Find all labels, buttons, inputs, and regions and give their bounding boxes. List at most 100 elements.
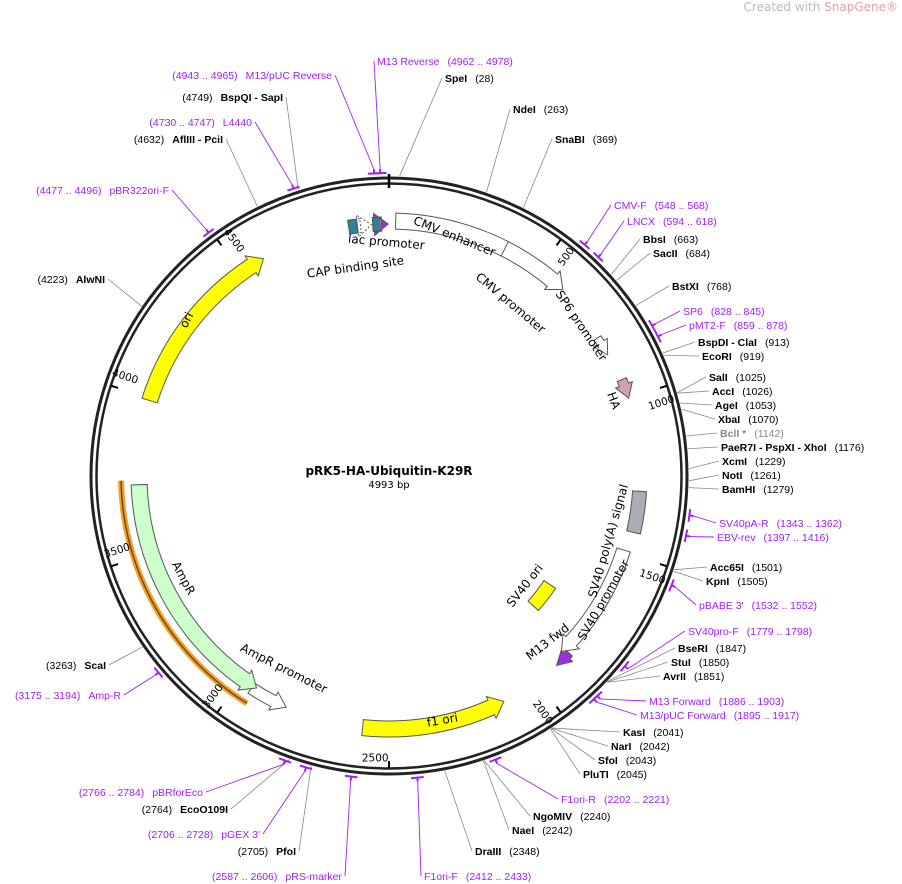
primer-range: (859 .. 878) [734,320,788,332]
ampr-arrow[interactable] [130,483,258,691]
primer-label[interactable]: (4943 .. 4965)M13/pUC Reverse [172,70,332,82]
feature-label[interactable]: CAP binding site [306,253,405,280]
enzyme-site-label[interactable]: XcmI(1229) [722,456,785,468]
enzyme-leader-line [681,408,716,420]
enzyme-name: StuI [671,657,691,669]
m13-fwd-feature[interactable] [555,649,574,667]
enzyme-site-label[interactable]: NdeI(263) [513,104,568,116]
enzyme-name: PfoI [276,846,296,858]
enzyme-site-label[interactable]: StuI(1850) [671,657,729,669]
sv40-promoter-arrow[interactable] [560,547,631,653]
feature-label[interactable]: ori [177,310,197,330]
primer-label[interactable]: CMV-F(548 .. 568) [614,200,708,212]
feature-label[interactable]: SP6 promoter [553,288,610,364]
cmv-enhancer-promoter-arrow[interactable] [394,212,564,291]
primer-label[interactable]: SV40pA-R(1343 .. 1362) [719,518,842,530]
enzyme-site-label[interactable]: PluTI(2045) [583,769,647,781]
primer-label[interactable]: EBV-rev(1397 .. 1416) [717,532,829,544]
primer-label[interactable]: SP6(828 .. 845) [683,306,765,318]
primer-name: F1ori-R [561,794,596,806]
enzyme-site-label[interactable]: AvrII(1851) [663,671,724,683]
enzyme-site-label[interactable]: BspDI - ClaI(913) [698,337,789,349]
enzyme-site-label[interactable]: NaeI(2242) [512,825,573,837]
enzyme-site-label[interactable]: NotI(1261) [722,470,781,482]
enzyme-site-label[interactable]: (4632)AflIII - PciI [134,134,223,146]
enzyme-site-label[interactable]: (4749)BspQI - SapI [182,92,283,104]
enzyme-site-label[interactable]: SpeI(28) [445,73,494,85]
enzyme-site-label[interactable]: NarI(2042) [611,741,670,753]
enzyme-site-label[interactable]: XbaI(1070) [718,414,779,426]
enzyme-site-label[interactable]: KpnI(1505) [706,576,768,588]
sv40-ori-feature[interactable] [527,579,557,612]
primer-label[interactable]: M13 Reverse(4962 .. 4978) [377,56,513,68]
enzyme-site-label[interactable]: (2764)EcoO109I [142,804,228,816]
enzyme-site-label[interactable]: SalI(1025) [709,372,766,384]
cap-binding-site-feature[interactable] [347,218,359,235]
enzyme-site-label[interactable]: SacII(684) [653,248,710,260]
enzyme-site-label[interactable]: BseRI(1847) [678,643,746,655]
sv40-polya-signal-feature[interactable] [626,490,648,535]
primer-label[interactable]: (4477 .. 4496)pBR322ori-F [36,185,169,197]
enzyme-position: (1847) [716,643,746,655]
primer-label[interactable]: pBABE 3'(1532 .. 1552) [699,600,817,612]
enzyme-name: AccI [712,386,734,398]
enzyme-site-label[interactable]: BbsI(663) [643,234,698,246]
enzyme-site-label[interactable]: BamHI(1279) [722,484,794,496]
enzyme-site-label[interactable]: AccI(1026) [712,386,773,398]
f1-ori-arrow[interactable] [361,695,505,738]
lac-promoter-feature[interactable] [355,214,373,238]
enzyme-site-label[interactable]: PaeR7I - PspXI - XhoI(1176) [721,442,864,454]
enzyme-site-label[interactable]: AgeI(1053) [715,400,776,412]
enzyme-name: DraIII [475,846,501,858]
enzyme-site-label[interactable]: SnaBI(369) [555,134,617,146]
ori-arrow[interactable] [141,255,265,404]
primer-label[interactable]: F1ori-R(2202 .. 2221) [561,794,669,806]
primer-range: (1343 .. 1362) [777,518,842,530]
enzyme-site-label[interactable]: (2705)PfoI [238,846,296,858]
primer-label[interactable]: (3175 .. 3194)Amp-R [15,690,121,702]
enzyme-site-label[interactable]: BstXI(768) [672,281,731,293]
primer-binding-mark [410,776,424,782]
feature-label[interactable]: CMV promoter [473,270,548,336]
m13-rev-feature[interactable] [372,212,389,237]
enzyme-site-label[interactable]: (4223)AlwNI [37,274,105,286]
primer-label[interactable]: M13 Forward(1886 .. 1903) [649,696,784,708]
enzyme-site-label[interactable]: NgoMIV(2240) [533,811,610,823]
sp6-promoter-arrow[interactable] [592,335,609,356]
primer-leader-line [123,674,156,696]
primer-label[interactable]: LNCX(594 .. 618) [627,216,717,228]
enzyme-site-label[interactable]: DraIII(2348) [475,846,540,858]
tick-label: 4500 [221,226,246,255]
ha-tag-feature[interactable] [614,376,634,399]
primer-label[interactable]: F1ori-F(2412 .. 2433) [424,871,531,883]
lac-operator-feature[interactable] [371,216,381,233]
enzyme-leader-line [399,77,443,177]
primer-label[interactable]: (2706 .. 2728)pGEX 3' [148,829,260,841]
enzyme-site-label[interactable]: SfoI(2043) [598,755,656,767]
feature-label[interactable]: f1 ori [426,710,459,729]
enzyme-leader-line [673,570,704,582]
feature-label[interactable]: lac promoter [347,232,425,253]
primer-binding-mark [344,774,358,781]
enzyme-site-label[interactable]: EcoRI(919) [702,351,764,363]
primer-label[interactable]: SV40pro-F(1779 .. 1798) [688,626,812,638]
enzyme-position: (1501) [752,562,782,574]
primer-leader-line [661,324,687,336]
enzyme-name: NgoMIV [533,811,572,823]
primer-range: (1886 .. 1903) [719,696,784,708]
primer-label[interactable]: M13/pUC Forward(1895 .. 1917) [640,710,799,722]
primer-range: (2766 .. 2784) [79,787,144,799]
enzyme-site-label[interactable]: BclI *(1142) [720,428,784,440]
feature-label[interactable]: HA [604,390,623,412]
enzyme-site-label[interactable]: KasI(2041) [623,727,684,739]
primer-label[interactable]: (4730 .. 4747)L4440 [149,117,252,129]
enzyme-site-label[interactable]: (3263)ScaI [46,660,106,672]
primer-label[interactable]: (2766 .. 2784)pBRforEco [79,787,203,799]
enzyme-site-label[interactable]: Acc65I(1501) [710,562,782,574]
primer-label[interactable]: (2587 .. 2606)pRS-marker [212,871,342,883]
enzyme-leader-line [606,661,669,683]
enzyme-leader-line [677,390,710,394]
enzyme-position: (4632) [134,134,164,146]
primer-leader-line [373,60,381,170]
primer-label[interactable]: pMT2-F(859 .. 878) [689,320,787,332]
